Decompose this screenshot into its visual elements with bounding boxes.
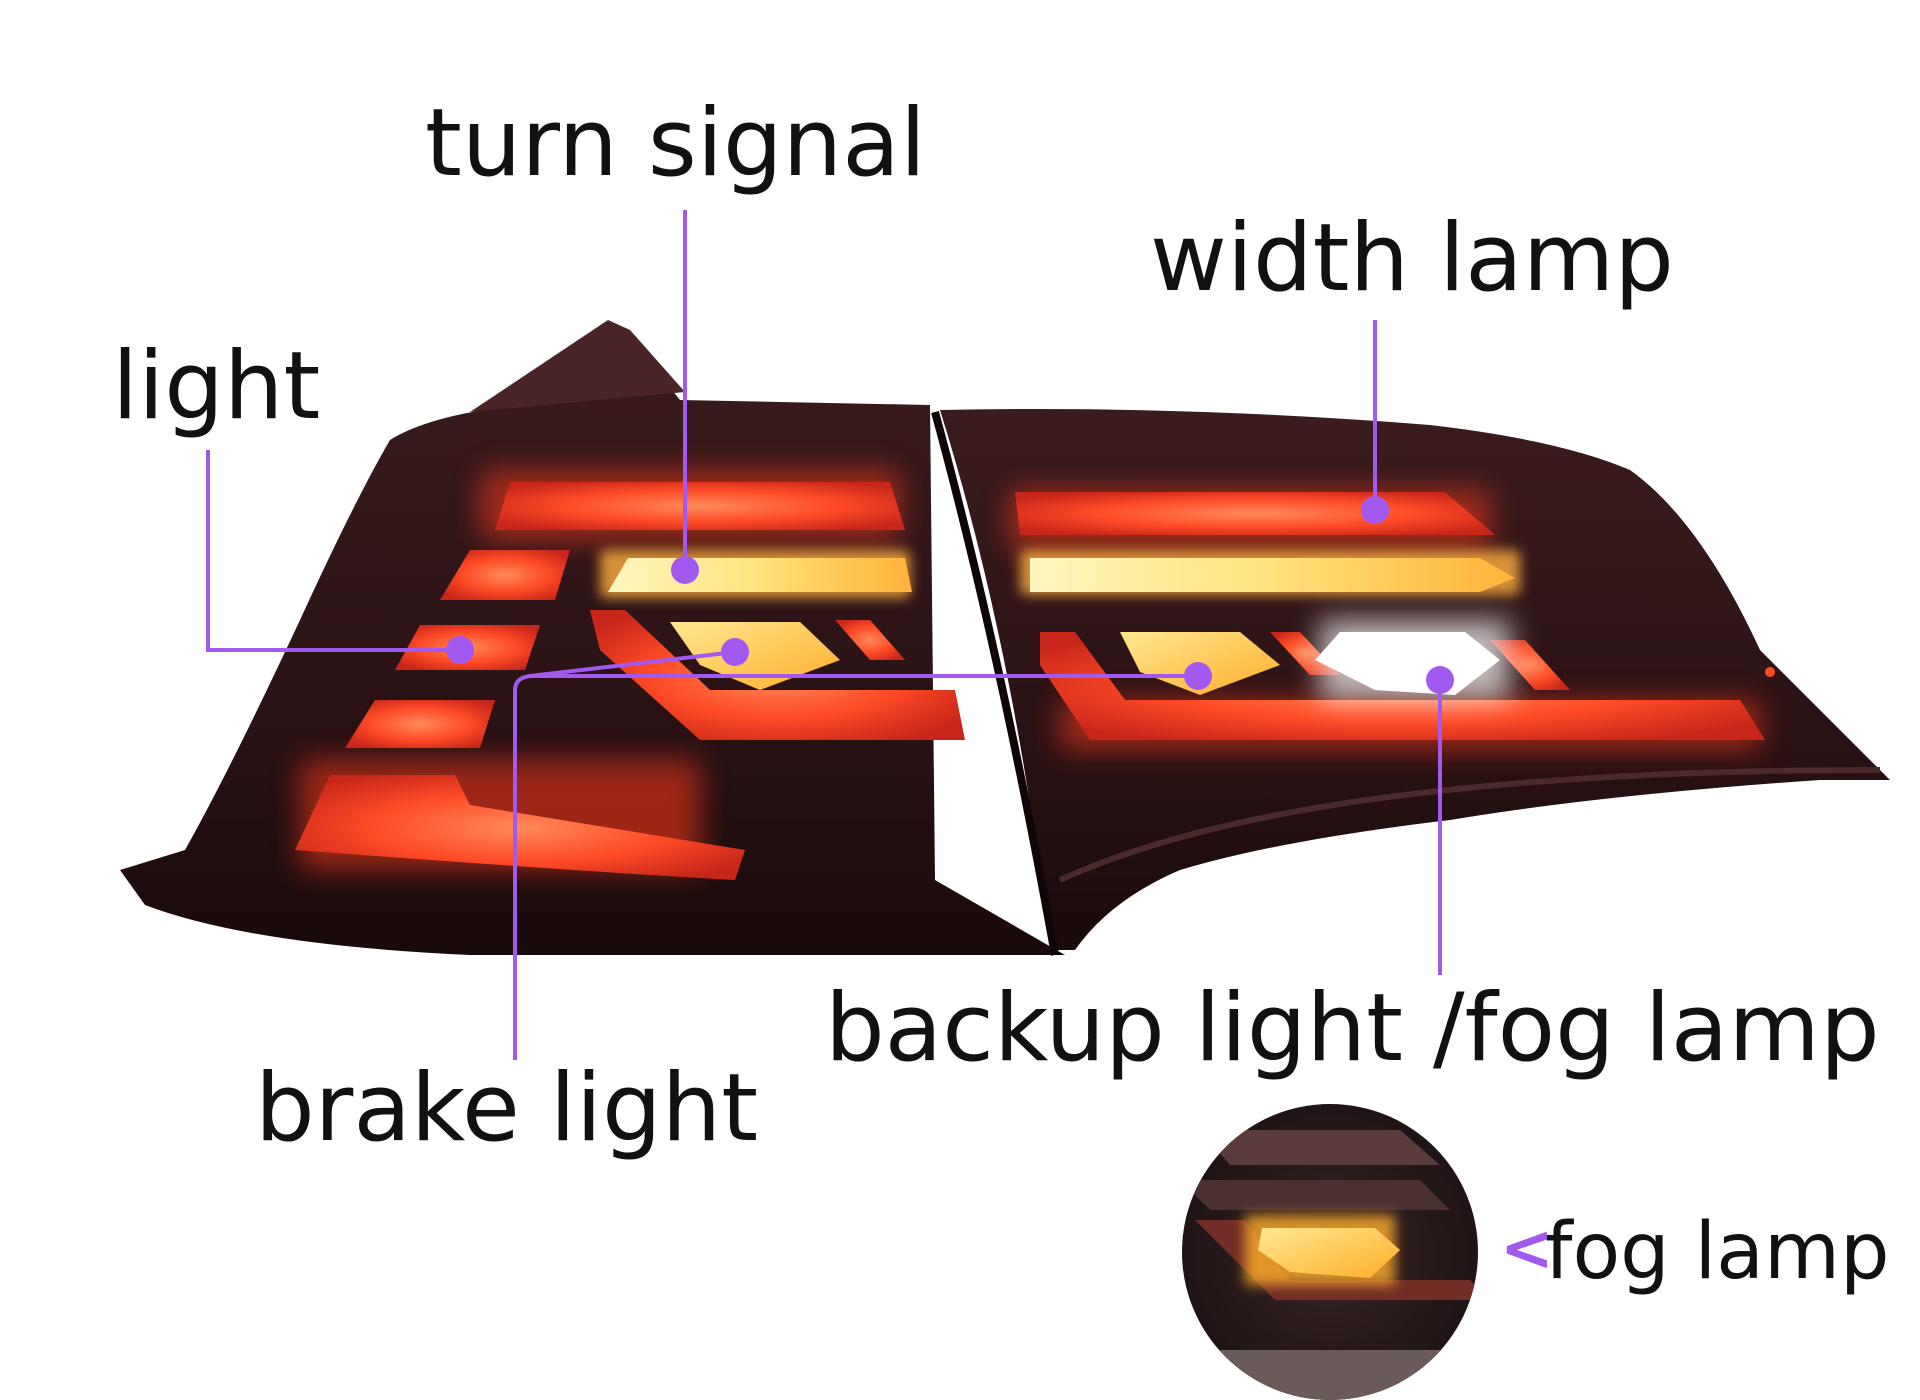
leader-dots bbox=[446, 496, 1454, 694]
led-chevron-left bbox=[590, 610, 965, 740]
label-backup-fog: backup light /fog lamp bbox=[825, 974, 1880, 1083]
right-white-led bbox=[1315, 620, 1510, 700]
dot-turn-signal bbox=[671, 556, 699, 584]
side-marker bbox=[1765, 667, 1775, 677]
led-bottom-wedge bbox=[295, 775, 745, 880]
dot-backup-fog bbox=[1426, 666, 1454, 694]
fog-lamp-inset: < fog lamp bbox=[1182, 1104, 1889, 1400]
dot-brake-light bbox=[721, 638, 749, 666]
led-row-2 bbox=[440, 550, 570, 600]
led-top-bar bbox=[495, 482, 905, 530]
right-red-leds bbox=[1010, 490, 1775, 750]
inset-fog-led bbox=[1258, 1228, 1400, 1278]
brake-diamond-left bbox=[670, 622, 840, 690]
turn-signal-bar-left bbox=[608, 558, 912, 592]
label-brake-light: brake light bbox=[255, 1054, 758, 1163]
led-right-chevron bbox=[1040, 632, 1765, 740]
label-width-lamp: width lamp bbox=[1150, 204, 1674, 313]
lower-lip bbox=[1058, 767, 1881, 883]
label-inset-fog-lamp: fog lamp bbox=[1545, 1207, 1889, 1297]
label-light: light bbox=[112, 332, 320, 441]
leader-light bbox=[206, 450, 460, 652]
inset-arrow: < bbox=[1500, 1212, 1554, 1286]
leader-lines bbox=[206, 210, 1442, 1060]
top-fin bbox=[470, 320, 685, 412]
taillight-assembly bbox=[120, 320, 1890, 956]
dot-light bbox=[446, 636, 474, 664]
dot-brake-light-right bbox=[1184, 662, 1212, 690]
label-turn-signal: turn signal bbox=[425, 89, 926, 198]
leader-brake-light bbox=[513, 650, 736, 1060]
led-chevron-left-tip bbox=[835, 620, 905, 660]
left-red-leds bbox=[295, 470, 965, 880]
turn-signal-bar-right bbox=[1030, 558, 1515, 592]
width-lamp-bar bbox=[1015, 492, 1495, 535]
dot-width-lamp bbox=[1361, 496, 1389, 524]
panel-gap bbox=[931, 410, 1059, 956]
right-amber-leds bbox=[1020, 550, 1520, 695]
led-row-4 bbox=[345, 700, 495, 748]
